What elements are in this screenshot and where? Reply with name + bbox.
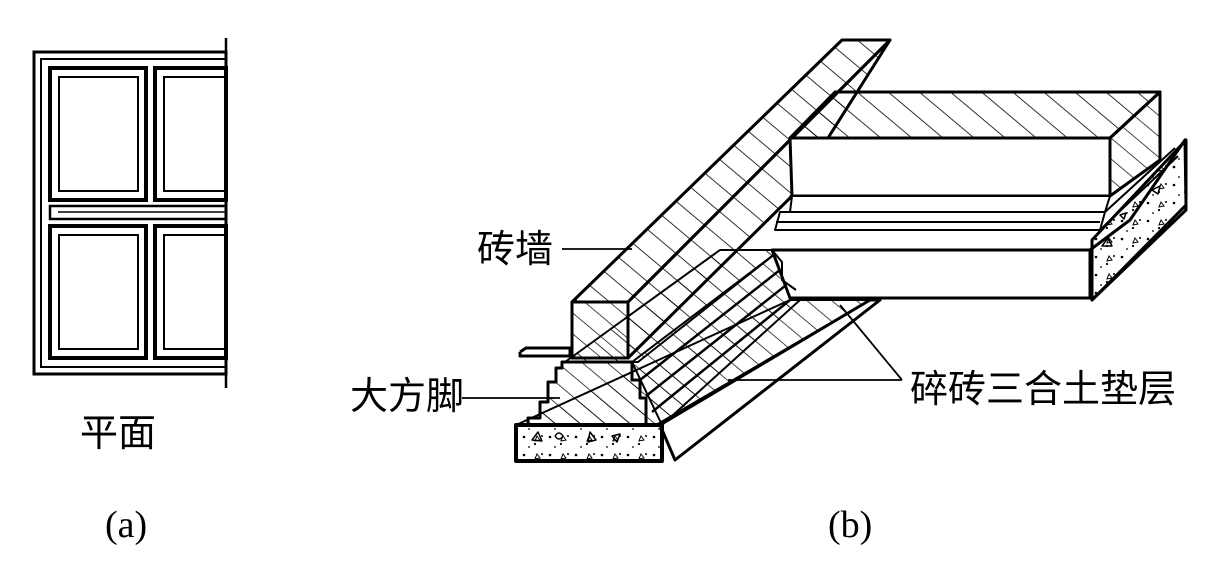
foundation-isometric <box>514 38 1188 463</box>
brick-wall-end <box>570 300 630 360</box>
right-block-step <box>789 195 1111 213</box>
brick-wall-label: 砖墙 <box>477 227 554 271</box>
caption-b: (b) <box>828 504 873 546</box>
caption-a: (a) <box>105 504 148 546</box>
cushion-end <box>514 423 664 463</box>
right-block-face-3 <box>770 248 1092 300</box>
plan-view-label: 平面 <box>80 411 157 455</box>
cushion-label: 碎砖三合土垫层 <box>910 367 1177 411</box>
right-block-top <box>788 90 1162 140</box>
footing-end-steps <box>526 360 648 427</box>
right-block-face-1 <box>788 136 1112 198</box>
plan-view <box>32 38 228 388</box>
leader-lines <box>462 248 903 399</box>
footing-label: 大方脚 <box>350 374 465 418</box>
cushion-leader-b <box>839 304 903 381</box>
